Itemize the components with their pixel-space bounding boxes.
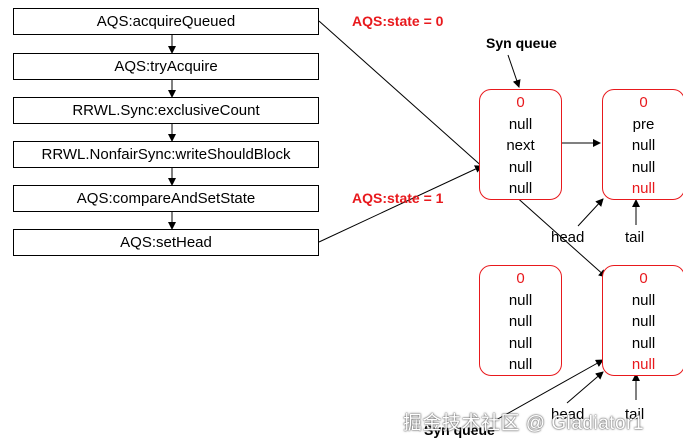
node-field: null — [631, 158, 656, 176]
step-set-head: AQS:setHead — [13, 229, 319, 256]
node-state: 0 — [639, 94, 648, 111]
step-label: RRWL.NonfairSync:writeShouldBlock — [41, 146, 291, 163]
top-queue-label-arrow — [507, 54, 521, 88]
bottom-queue-node-b: 0 null null null null — [602, 265, 683, 376]
sethead-to-node-arrow — [318, 165, 483, 243]
step-label: AQS:setHead — [120, 234, 212, 251]
node-field: null — [508, 356, 533, 373]
top-queue-label: Syn queue — [486, 35, 557, 51]
node-field: pre — [632, 115, 655, 133]
acquire-to-node-arrow — [318, 20, 607, 278]
step-exclusive-count: RRWL.Sync:exclusiveCount — [13, 97, 319, 124]
node-field: null — [631, 356, 656, 373]
node-field: null — [631, 291, 656, 309]
watermark: 掘金技术社区 @ Gladiator1 — [403, 413, 645, 434]
bottom-head-label: head — [551, 406, 585, 423]
node-field: null — [508, 291, 533, 309]
step-label: AQS:compareAndSetState — [76, 190, 256, 207]
node-field: next — [506, 137, 535, 154]
bottom-queue-node-a: 0 null null null null — [479, 265, 562, 376]
top-tail-label: tail — [625, 229, 645, 246]
state-before-label: AQS:state = 0 — [352, 13, 444, 29]
step-acquire-queued: AQS:acquireQueued — [13, 8, 319, 35]
node-field: null — [508, 180, 533, 197]
bottom-tail-label: tail — [625, 406, 645, 423]
node-state: 0 — [516, 94, 525, 111]
bottom-queue-label: Syn queue — [424, 422, 495, 438]
node-field: null — [631, 137, 656, 154]
step-label: RRWL.Sync:exclusiveCount — [72, 102, 260, 119]
node-field: null — [508, 158, 533, 176]
node-field: null — [508, 313, 533, 330]
top-queue-node-tail: 0 pre null null null — [602, 89, 683, 200]
step-label: AQS:acquireQueued — [96, 13, 236, 30]
top-queue-node-head: 0 null next null null — [479, 89, 562, 200]
state-after-label: AQS:state = 1 — [352, 190, 444, 206]
step-write-should-block: RRWL.NonfairSync:writeShouldBlock — [13, 141, 319, 168]
bottom-head-arrow — [566, 371, 604, 404]
step-try-acquire: AQS:tryAcquire — [13, 53, 319, 80]
node-field: null — [508, 115, 533, 133]
node-field: null — [631, 313, 656, 330]
node-field: null — [631, 334, 656, 352]
top-head-arrow — [577, 198, 604, 227]
node-field: null — [508, 334, 533, 352]
bottom-queue-label-arrow — [495, 359, 604, 421]
step-label: AQS:tryAcquire — [114, 58, 218, 75]
top-head-label: head — [551, 229, 585, 246]
node-state: 0 — [639, 270, 648, 287]
step-compare-and-set-state: AQS:compareAndSetState — [13, 185, 319, 212]
node-state: 0 — [516, 270, 525, 287]
node-field: null — [631, 180, 656, 197]
